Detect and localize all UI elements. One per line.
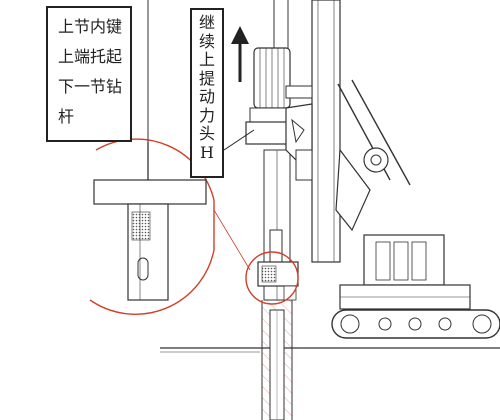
callout-continue-lifting-head: 继续上提动力头H [190, 8, 224, 178]
callout-right-leader [223, 129, 255, 151]
power-head [245, 47, 313, 181]
detail-circle-small [245, 251, 299, 305]
mast [273, 0, 341, 263]
callout-upper-rod-lifts-lower: 上节内键 上端托起 下一节钻 杆 [46, 6, 132, 142]
borehole [261, 300, 293, 420]
up-arrow-icon [231, 26, 249, 82]
callout-line-2: 上端托起 [58, 47, 123, 66]
kelly-bar [257, 149, 299, 301]
crawler-track [331, 309, 500, 339]
boom-arm [335, 79, 411, 232]
callout-line-3: 下一节钻 [58, 77, 123, 96]
callout-line-4: 杆 [58, 107, 75, 126]
rig-body [339, 234, 471, 310]
callout-vertical-text: 继续上提动力头H [198, 13, 215, 162]
callout-line-1: 上节内键 [58, 17, 123, 36]
